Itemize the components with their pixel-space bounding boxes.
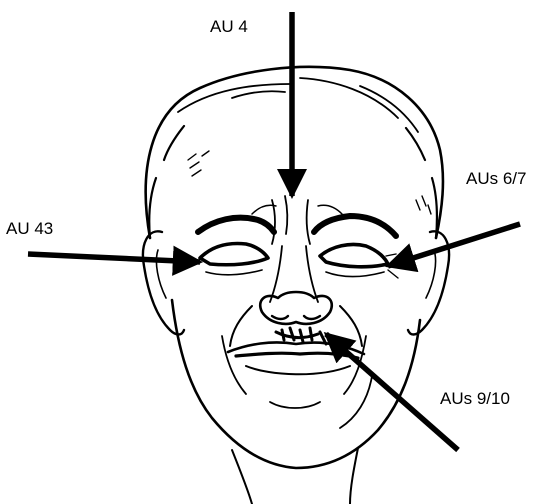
cheek-folds (222, 336, 372, 428)
right-ear-inner (426, 250, 436, 298)
neck-left (232, 450, 252, 504)
face-illustration (143, 67, 449, 504)
mouth-lower (246, 366, 350, 374)
label-au43: AU 43 (6, 219, 53, 238)
label-aus67: AUs 6/7 (466, 169, 526, 188)
hair-left-side (149, 126, 184, 238)
hair-strands (178, 78, 418, 132)
nasolabial-folds (230, 306, 362, 346)
left-ear-inner (156, 250, 166, 298)
left-ear (143, 231, 184, 334)
temple-right-hatch (416, 196, 431, 214)
nostrils (272, 316, 320, 319)
annotation-labels: AU 4 AU 43 AUs 6/7 AUs 9/10 (6, 17, 526, 408)
neck-right (350, 448, 358, 504)
glabella-lines (272, 196, 310, 244)
chin (270, 402, 320, 408)
arrow-aus67 (388, 224, 520, 266)
forehead-wrinkle (252, 205, 342, 214)
label-au4: AU 4 (210, 17, 248, 36)
nose-bridge (270, 246, 318, 302)
right-eyebrow (314, 216, 396, 236)
left-eye-lower-lid (206, 270, 262, 275)
left-eye (200, 244, 268, 265)
mouth-line (236, 353, 358, 358)
label-aus910: AUs 9/10 (440, 389, 510, 408)
temple-left-hatch (188, 151, 209, 176)
nose-tip (260, 292, 332, 324)
right-eye (320, 244, 388, 266)
right-eye-lower-lid (326, 272, 384, 277)
hair-right-side (406, 128, 437, 238)
left-eyebrow (198, 218, 274, 232)
arrow-au43 (28, 254, 200, 262)
